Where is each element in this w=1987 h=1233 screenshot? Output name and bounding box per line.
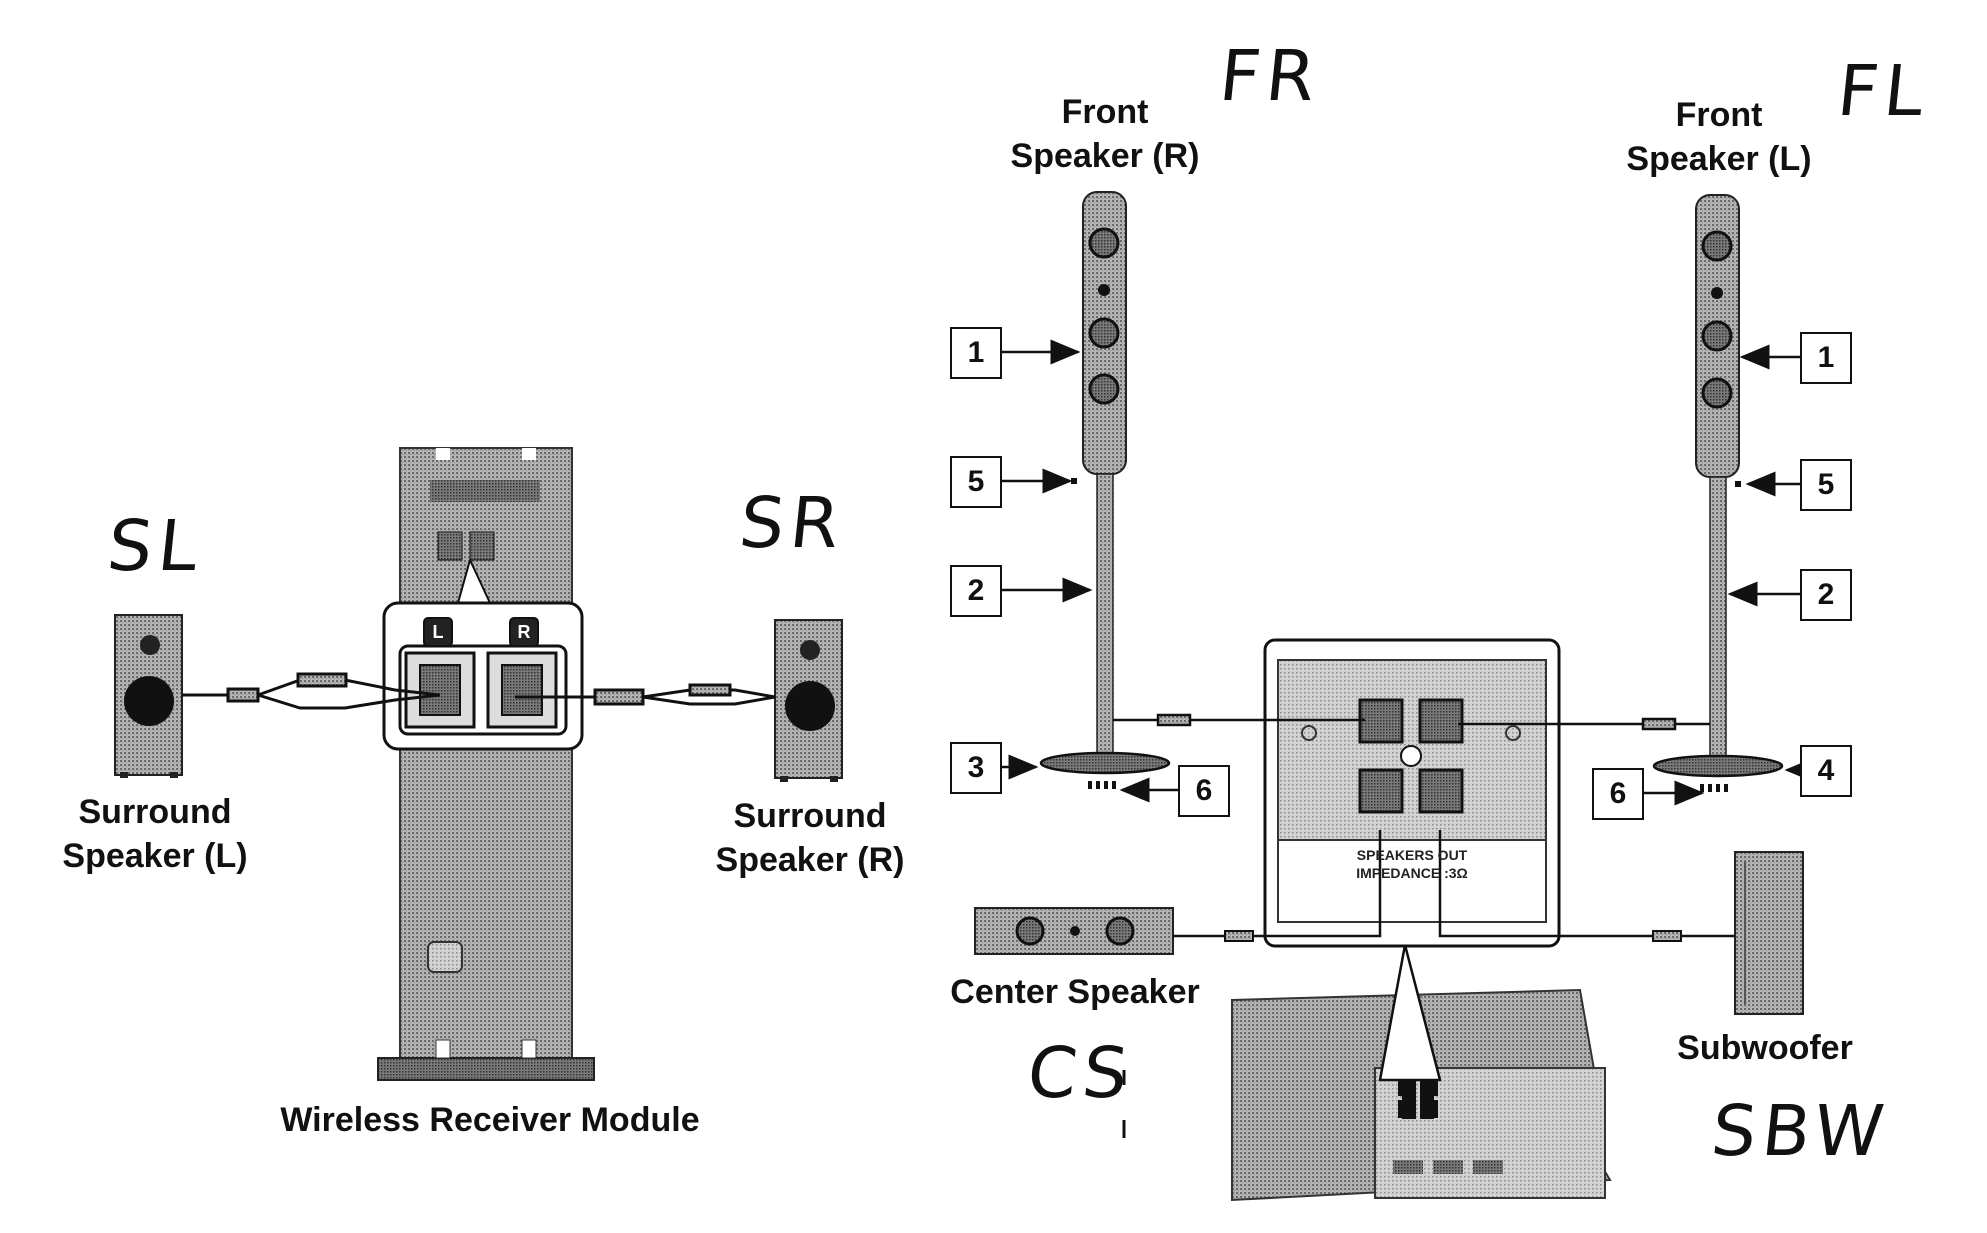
callout-l4: 4 <box>1800 745 1852 797</box>
front-speaker-right <box>1039 191 1171 789</box>
surround-cables <box>182 672 776 710</box>
subwoofer <box>1438 830 1804 1015</box>
terminal-tag-left: L <box>423 617 453 647</box>
front-speaker-l-label: Front Speaker (L) <box>1614 93 1824 181</box>
callout-l1: 1 <box>1800 332 1852 384</box>
surround-speaker-l-label-line2: Speaker (L) <box>62 837 248 875</box>
front-speaker-l-label-line1: Front <box>1675 96 1763 134</box>
callout-l6: 6 <box>1592 768 1644 820</box>
center-speaker <box>974 830 1382 955</box>
wireless-receiver-label: Wireless Receiver Module <box>280 1101 700 1139</box>
wireless-receiver-module <box>377 447 595 1081</box>
main-unit <box>1231 944 1612 1202</box>
callout-r1: 1 <box>950 327 1002 379</box>
handwritten-fl: FL <box>1833 50 1934 132</box>
callout-r2: 2 <box>950 565 1002 617</box>
handwritten-sr: SR <box>735 482 850 564</box>
subwoofer-label: Subwoofer <box>1677 1029 1853 1067</box>
front-speaker-r-label-line2: Speaker (R) <box>1010 137 1200 175</box>
front-speaker-l-label-line2: Speaker (L) <box>1626 140 1812 178</box>
panel-text-impedance: IMPEDANCE :3Ω <box>1356 865 1468 881</box>
surround-speaker-left <box>114 614 183 778</box>
handwritten-cs: CS <box>1023 1032 1138 1114</box>
front-speaker-left <box>1652 194 1784 792</box>
callout-r5: 5 <box>950 456 1002 508</box>
center-speaker-label: Center Speaker <box>950 973 1200 1011</box>
callout-r6: 6 <box>1178 765 1230 817</box>
surround-speaker-r-label-line1: Surround <box>733 797 887 835</box>
front-speaker-r-label-line1: Front <box>1061 93 1149 131</box>
surround-speaker-r-label: Surround Speaker (R) <box>700 794 920 882</box>
callout-arrows <box>1000 339 1815 806</box>
callout-r3: 3 <box>950 742 1002 794</box>
terminal-tag-right: R <box>509 617 539 647</box>
handwritten-sbw: SBW <box>1707 1090 1894 1172</box>
surround-speaker-right <box>774 619 843 782</box>
surround-speaker-r-label-line2: Speaker (R) <box>715 841 905 879</box>
panel-text-speakers-out: SPEAKERS OUT <box>1356 847 1468 863</box>
speaker-out-panel <box>1263 638 1561 948</box>
front-speaker-r-label: Front Speaker (R) <box>1000 90 1210 178</box>
callout-l5: 5 <box>1800 459 1852 511</box>
front-cables <box>1113 713 1710 731</box>
surround-speaker-l-label: Surround Speaker (L) <box>50 790 260 878</box>
callout-l2: 2 <box>1800 569 1852 621</box>
handwritten-fr: FR <box>1215 35 1326 117</box>
surround-speaker-l-label-line1: Surround <box>78 793 232 831</box>
dot-markers <box>1071 478 1741 487</box>
handwritten-sl: SL <box>103 505 208 587</box>
